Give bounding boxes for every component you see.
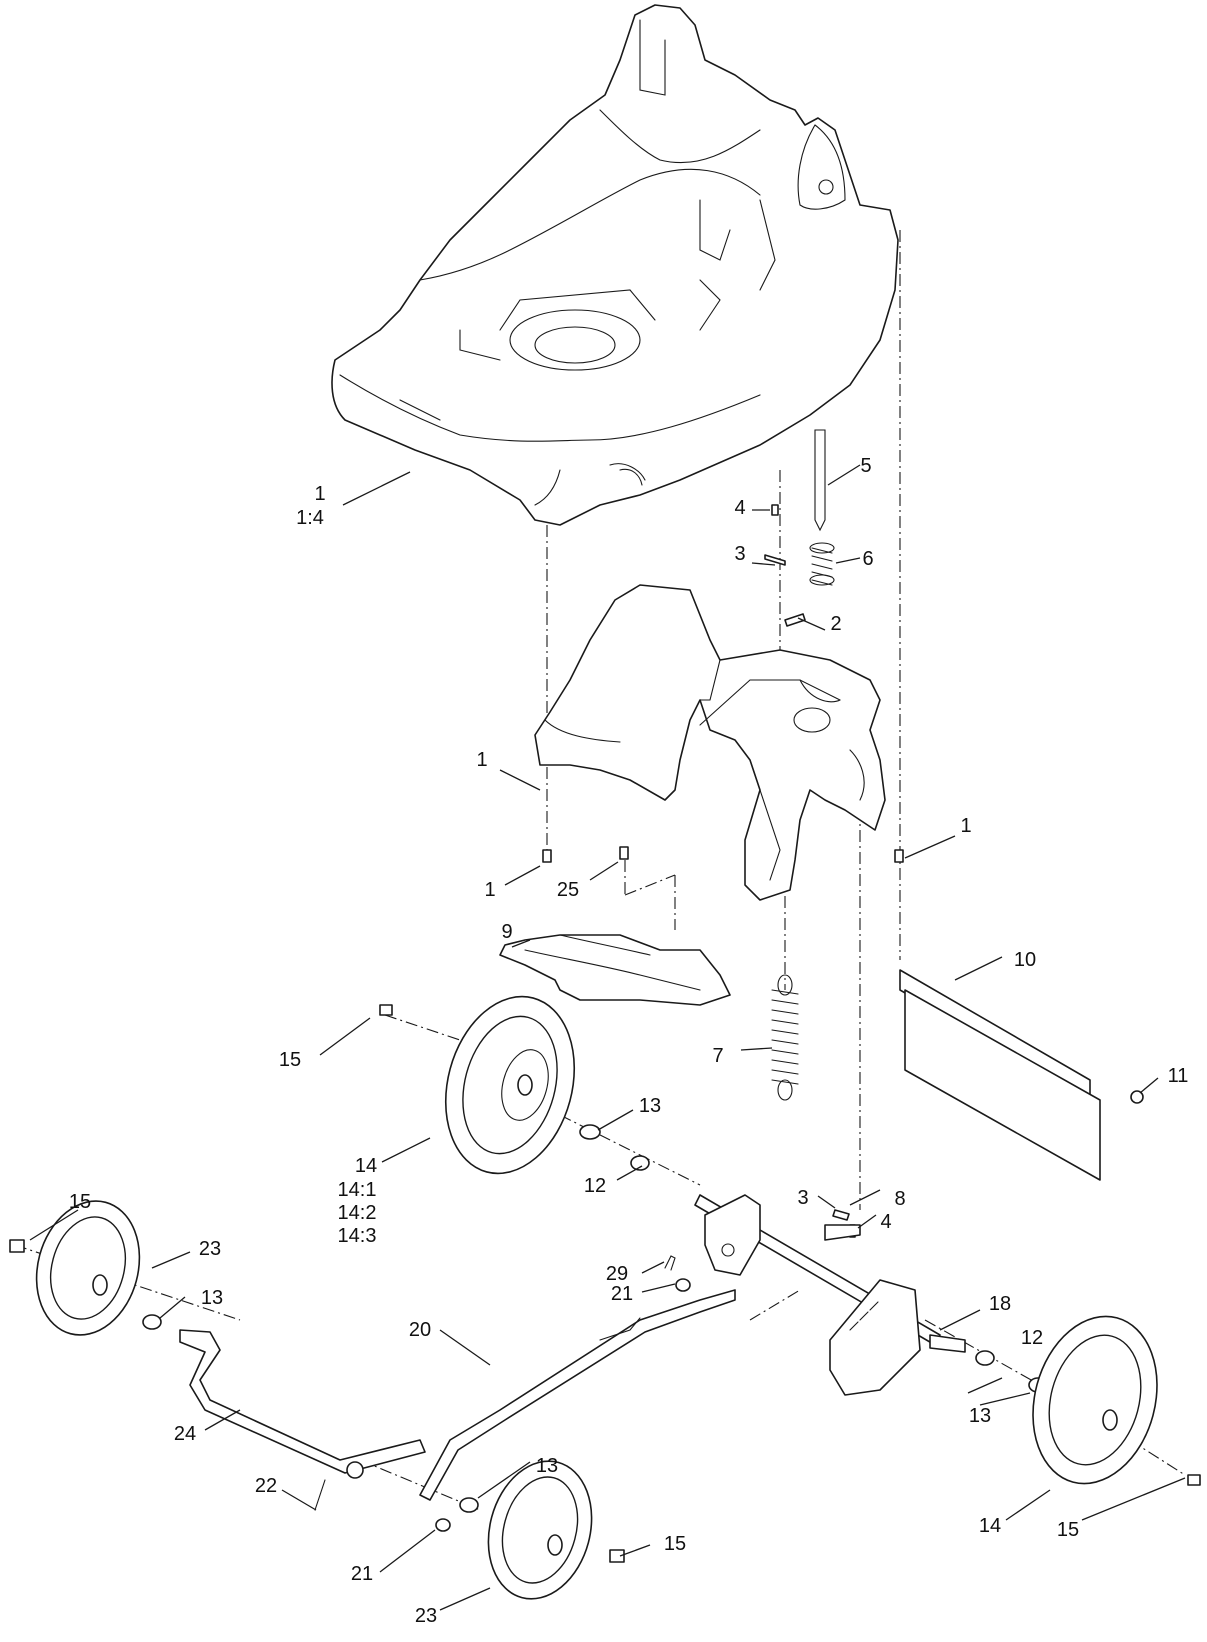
label-link-8: 8 (894, 1188, 905, 1210)
rear-housing (534, 584, 886, 901)
label-pin-29: 29 (606, 1263, 628, 1285)
label-axle-18: 18 (989, 1293, 1011, 1315)
wheel-front-right (487, 1460, 593, 1600)
label-pin-22: 22 (255, 1475, 277, 1497)
rear-axle-assembly (694, 1194, 966, 1396)
label-flap-9: 9 (501, 921, 512, 943)
label-washer-12-right: 12 (1021, 1327, 1043, 1349)
label-screw-4-top: 4 (734, 497, 745, 519)
label-rod-5: 5 (860, 455, 871, 477)
label-washer-13-right: 13 (969, 1405, 991, 1427)
label-wheel-14-sub2: 14:2 (338, 1202, 377, 1224)
label-wheel-14-rear-right: 14 (979, 1515, 1001, 1537)
label-bolt-15-right: 15 (1057, 1519, 1079, 1541)
label-clip-21-lower: 21 (351, 1563, 373, 1585)
label-bolt-15-left: 15 (69, 1191, 91, 1213)
label-rear-flap-10: 10 (1014, 949, 1036, 971)
fasteners (9, 504, 1201, 1563)
label-plate-3-lower: 3 (797, 1187, 808, 1209)
label-screw-1-right: 1 (960, 815, 971, 837)
label-clip-21-center: 21 (611, 1283, 633, 1305)
label-lever-20: 20 (409, 1319, 431, 1341)
leader-lines (29, 464, 1186, 1611)
label-screw-1-left: 1 (484, 879, 495, 901)
label-screw-4-lower: 4 (880, 1211, 891, 1233)
label-wheel-23-left: 23 (199, 1238, 221, 1260)
label-pin-2: 2 (830, 613, 841, 635)
label-bolt-15-lower: 15 (664, 1533, 686, 1555)
front-axle (179, 1329, 426, 1479)
label-plate-3-top: 3 (734, 543, 745, 565)
springs (771, 429, 835, 1101)
wheel-rear-left (444, 995, 576, 1175)
height-lever (419, 1289, 736, 1501)
mower-deck (331, 4, 899, 526)
label-bolt-15-top: 15 (279, 1049, 301, 1071)
label-wheel-14-rear-left: 14 (355, 1155, 377, 1177)
rear-flap (899, 969, 1144, 1181)
callout-labels: 1 1:4 1 1 25 1 2 3 4 5 6 7 8 9 10 11 12 … (69, 455, 1189, 1627)
label-washer-12-center: 12 (584, 1175, 606, 1197)
label-washer-13-left: 13 (201, 1287, 223, 1309)
label-screw-11: 11 (1168, 1065, 1189, 1087)
label-screw-25: 25 (557, 879, 579, 901)
label-deck-1-sub: 1:4 (296, 507, 324, 529)
label-washer-13-lower: 13 (536, 1455, 558, 1477)
label-axle-24: 24 (174, 1423, 196, 1445)
wheel-rear-right (1032, 1315, 1158, 1485)
wheel-front-left (35, 1200, 141, 1336)
label-washer-13-center: 13 (639, 1095, 661, 1117)
label-spring-7: 7 (712, 1045, 723, 1067)
discharge-flap (499, 934, 731, 1006)
label-rear-housing-1: 1 (476, 749, 487, 771)
label-deck-1: 1 (314, 483, 325, 505)
label-wheel-14-sub1: 14:1 (338, 1179, 377, 1201)
label-wheel-23-lower: 23 (415, 1605, 437, 1627)
label-wheel-14-sub3: 14:3 (338, 1225, 377, 1247)
label-spring-6: 6 (862, 548, 873, 570)
